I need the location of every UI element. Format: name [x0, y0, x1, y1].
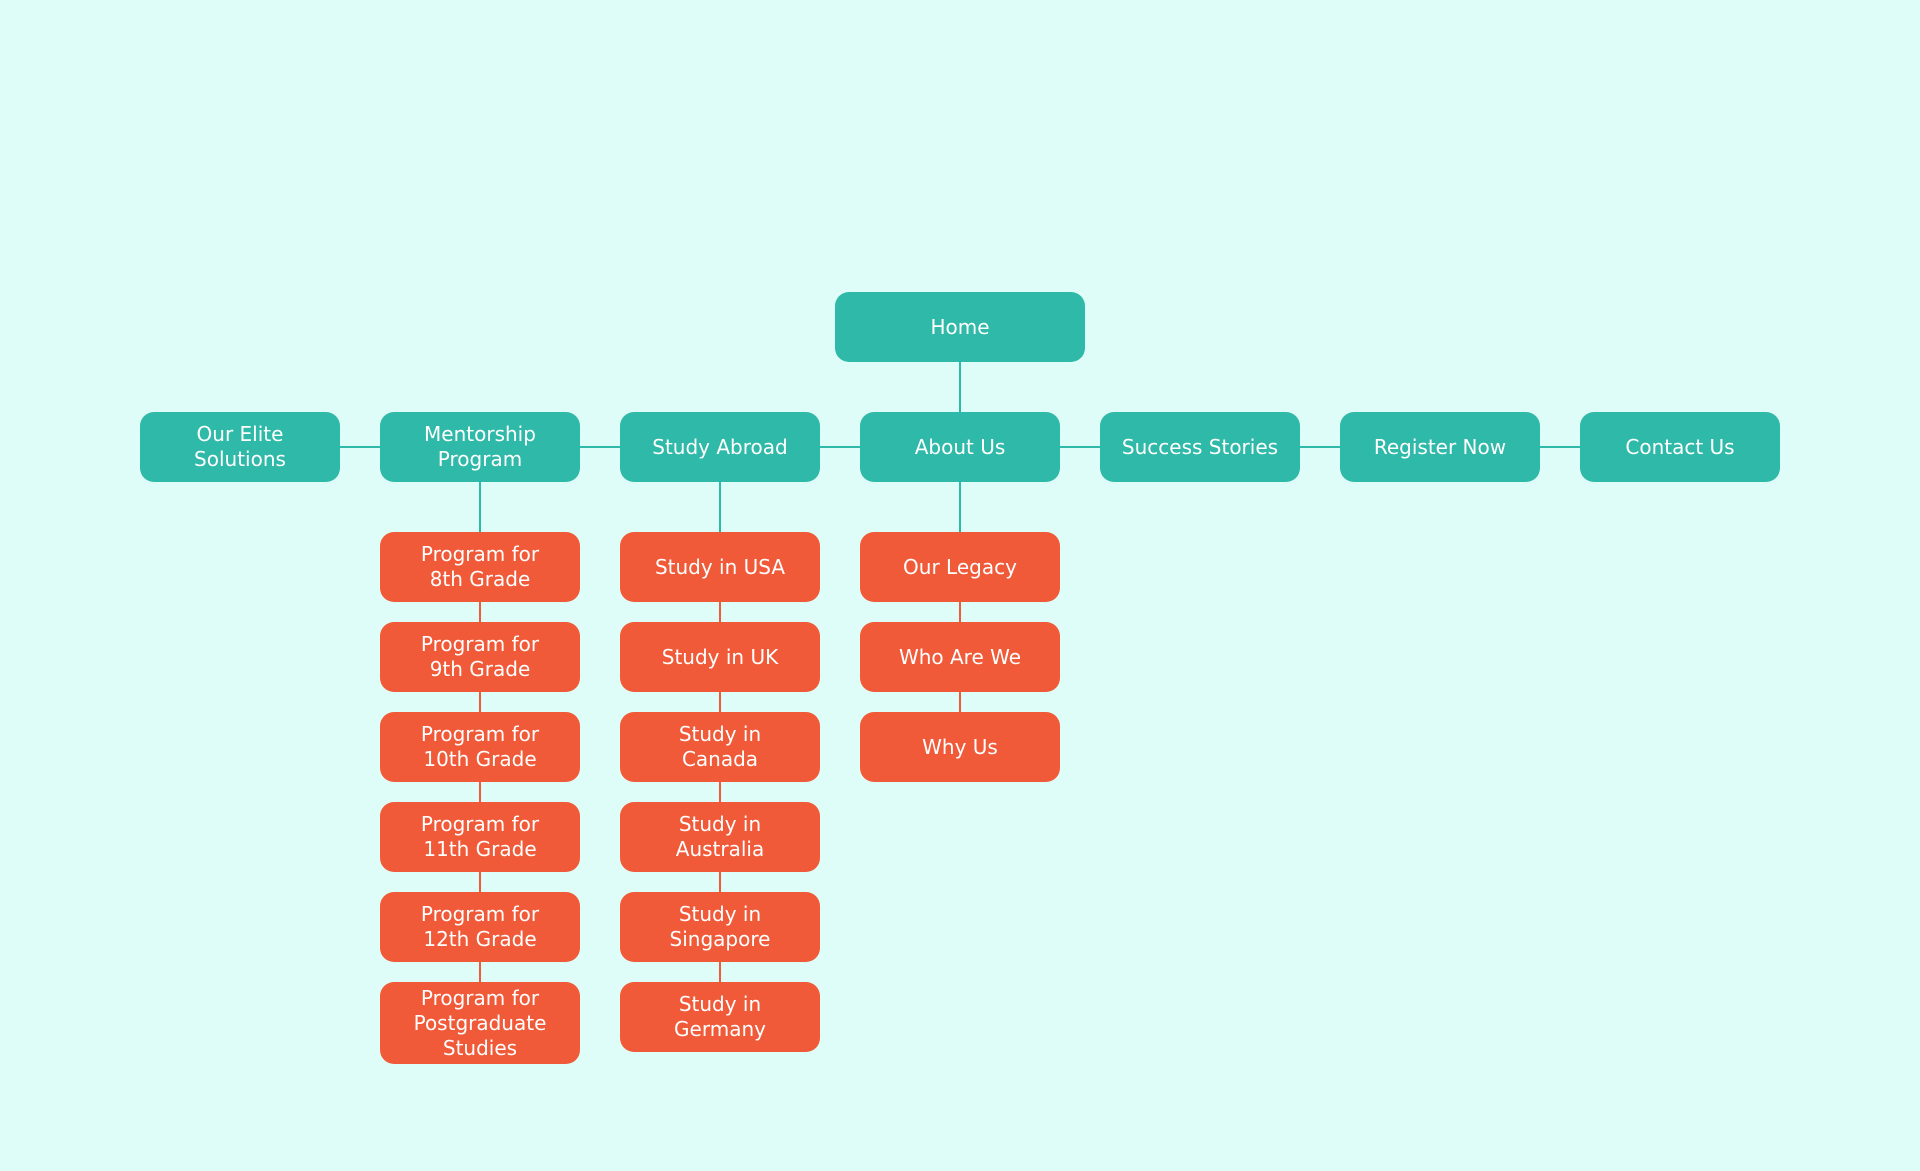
connector-study-abroad-1: [719, 602, 721, 622]
connector-study-abroad-5: [719, 962, 721, 982]
section-node-our-elite-solutions[interactable]: Our Elite Solutions: [140, 412, 340, 482]
connector-mentorship-program-2: [479, 692, 481, 712]
connector-mentorship-program: [479, 482, 481, 532]
subpage-node-who-are-we[interactable]: Who Are We: [860, 622, 1060, 692]
section-node-study-abroad[interactable]: Study Abroad: [620, 412, 820, 482]
subpage-node-why-us[interactable]: Why Us: [860, 712, 1060, 782]
section-node-mentorship-program[interactable]: Mentorship Program: [380, 412, 580, 482]
connector-about-us: [959, 482, 961, 532]
subpage-node-study-in-canada[interactable]: Study in Canada: [620, 712, 820, 782]
subpage-node-study-in-australia[interactable]: Study in Australia: [620, 802, 820, 872]
connector-study-abroad-3: [719, 782, 721, 802]
connector-mentorship-program-5: [479, 962, 481, 982]
subpage-node-study-in-germany[interactable]: Study in Germany: [620, 982, 820, 1052]
subpage-node-study-in-usa[interactable]: Study in USA: [620, 532, 820, 602]
connector-about-us-2: [959, 692, 961, 712]
connector-study-abroad-4: [719, 872, 721, 892]
subpage-node-program-for-9th-grade[interactable]: Program for 9th Grade: [380, 622, 580, 692]
subpage-node-study-in-singapore[interactable]: Study in Singapore: [620, 892, 820, 962]
connector-mentorship-program-4: [479, 872, 481, 892]
connector-mentorship-program-1: [479, 602, 481, 622]
subpage-node-program-for-12th-grade[interactable]: Program for 12th Grade: [380, 892, 580, 962]
subpage-node-program-for-10th-grade[interactable]: Program for 10th Grade: [380, 712, 580, 782]
root-node-home[interactable]: Home: [835, 292, 1085, 362]
section-node-about-us[interactable]: About Us: [860, 412, 1060, 482]
section-node-register-now[interactable]: Register Now: [1340, 412, 1540, 482]
connector-mentorship-program-3: [479, 782, 481, 802]
section-node-success-stories[interactable]: Success Stories: [1100, 412, 1300, 482]
connector-study-abroad-2: [719, 692, 721, 712]
section-node-contact-us[interactable]: Contact Us: [1580, 412, 1780, 482]
subpage-node-program-for-postgraduate-studies[interactable]: Program for Postgraduate Studies: [380, 982, 580, 1064]
subpage-node-our-legacy[interactable]: Our Legacy: [860, 532, 1060, 602]
connector-home: [959, 362, 961, 412]
subpage-node-program-for-8th-grade[interactable]: Program for 8th Grade: [380, 532, 580, 602]
connector-about-us-1: [959, 602, 961, 622]
connector-study-abroad: [719, 482, 721, 532]
subpage-node-program-for-11th-grade[interactable]: Program for 11th Grade: [380, 802, 580, 872]
subpage-node-study-in-uk[interactable]: Study in UK: [620, 622, 820, 692]
